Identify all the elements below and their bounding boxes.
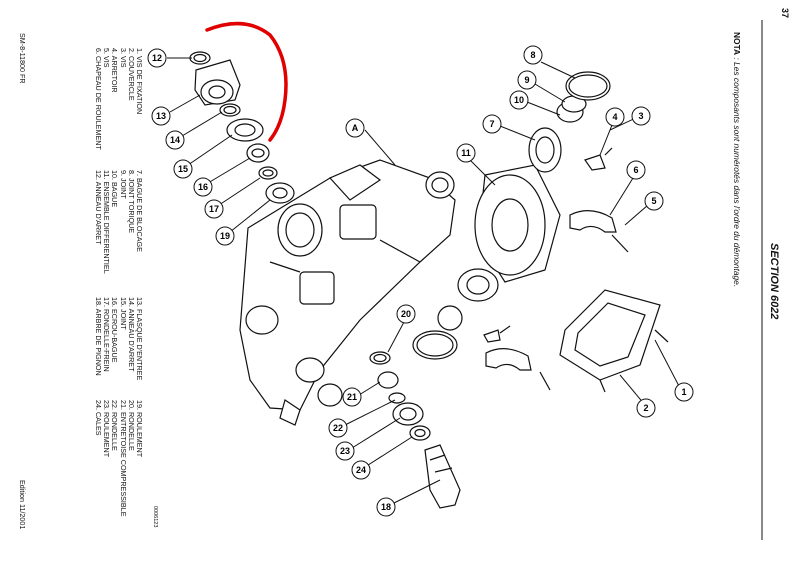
callout-17: 17 — [204, 199, 224, 219]
svg-text:7: 7 — [489, 119, 494, 129]
svg-text:13: 13 — [156, 111, 166, 121]
callout-5: 5 — [644, 191, 664, 211]
callout-21: 21 — [342, 387, 362, 407]
svg-text:11: 11 — [461, 148, 471, 158]
callout-16: 16 — [193, 177, 213, 197]
svg-text:4: 4 — [612, 112, 617, 122]
callout-4: 4 — [605, 107, 625, 127]
svg-text:12: 12 — [152, 53, 162, 63]
callout-23: 23 — [335, 441, 355, 461]
svg-text:17: 17 — [209, 204, 219, 214]
cover-plate — [559, 289, 669, 393]
callout-A: A — [345, 118, 365, 138]
callout-24: 24 — [351, 460, 371, 480]
callout-3: 3 — [631, 106, 651, 126]
callout-11: 11 — [456, 143, 476, 163]
svg-text:A: A — [352, 123, 359, 133]
callout-7: 7 — [482, 114, 502, 134]
callout-15: 15 — [173, 159, 193, 179]
svg-text:16: 16 — [198, 182, 208, 192]
red-annotation-stroke — [205, 21, 288, 142]
callout-13: 13 — [151, 106, 171, 126]
svg-text:20: 20 — [401, 309, 411, 319]
pinion-assembly — [369, 351, 461, 509]
callout-numbers: A 12 13 14 15 16 17 19 8 9 10 7 11 3 4 6… — [147, 45, 694, 517]
bearing-caps — [483, 147, 629, 391]
callout-20: 20 — [396, 304, 416, 324]
main-housing — [239, 159, 456, 426]
svg-text:14: 14 — [170, 135, 180, 145]
svg-text:21: 21 — [347, 392, 357, 402]
svg-text:2: 2 — [643, 403, 648, 413]
callout-22: 22 — [328, 418, 348, 438]
callout-1: 1 — [674, 382, 694, 402]
svg-text:15: 15 — [178, 164, 188, 174]
svg-text:5: 5 — [651, 196, 656, 206]
callout-leaders — [167, 57, 681, 506]
svg-text:9: 9 — [524, 75, 529, 85]
svg-text:3: 3 — [638, 111, 643, 121]
callout-9: 9 — [517, 70, 537, 90]
svg-text:1: 1 — [681, 387, 686, 397]
callout-18: 18 — [376, 497, 396, 517]
svg-text:18: 18 — [381, 502, 391, 512]
svg-text:24: 24 — [356, 465, 366, 475]
svg-text:23: 23 — [340, 446, 350, 456]
callout-6: 6 — [626, 160, 646, 180]
callout-14: 14 — [165, 130, 185, 150]
callout-19: 19 — [215, 226, 235, 246]
differential-assembly — [412, 71, 611, 360]
svg-text:22: 22 — [333, 423, 343, 433]
callout-2: 2 — [636, 398, 656, 418]
callout-10: 10 — [509, 90, 529, 110]
callout-8: 8 — [523, 45, 543, 65]
svg-text:6: 6 — [633, 165, 638, 175]
svg-text:19: 19 — [220, 231, 230, 241]
svg-text:8: 8 — [530, 50, 535, 60]
callout-12: 12 — [147, 48, 167, 68]
svg-text:10: 10 — [514, 95, 524, 105]
